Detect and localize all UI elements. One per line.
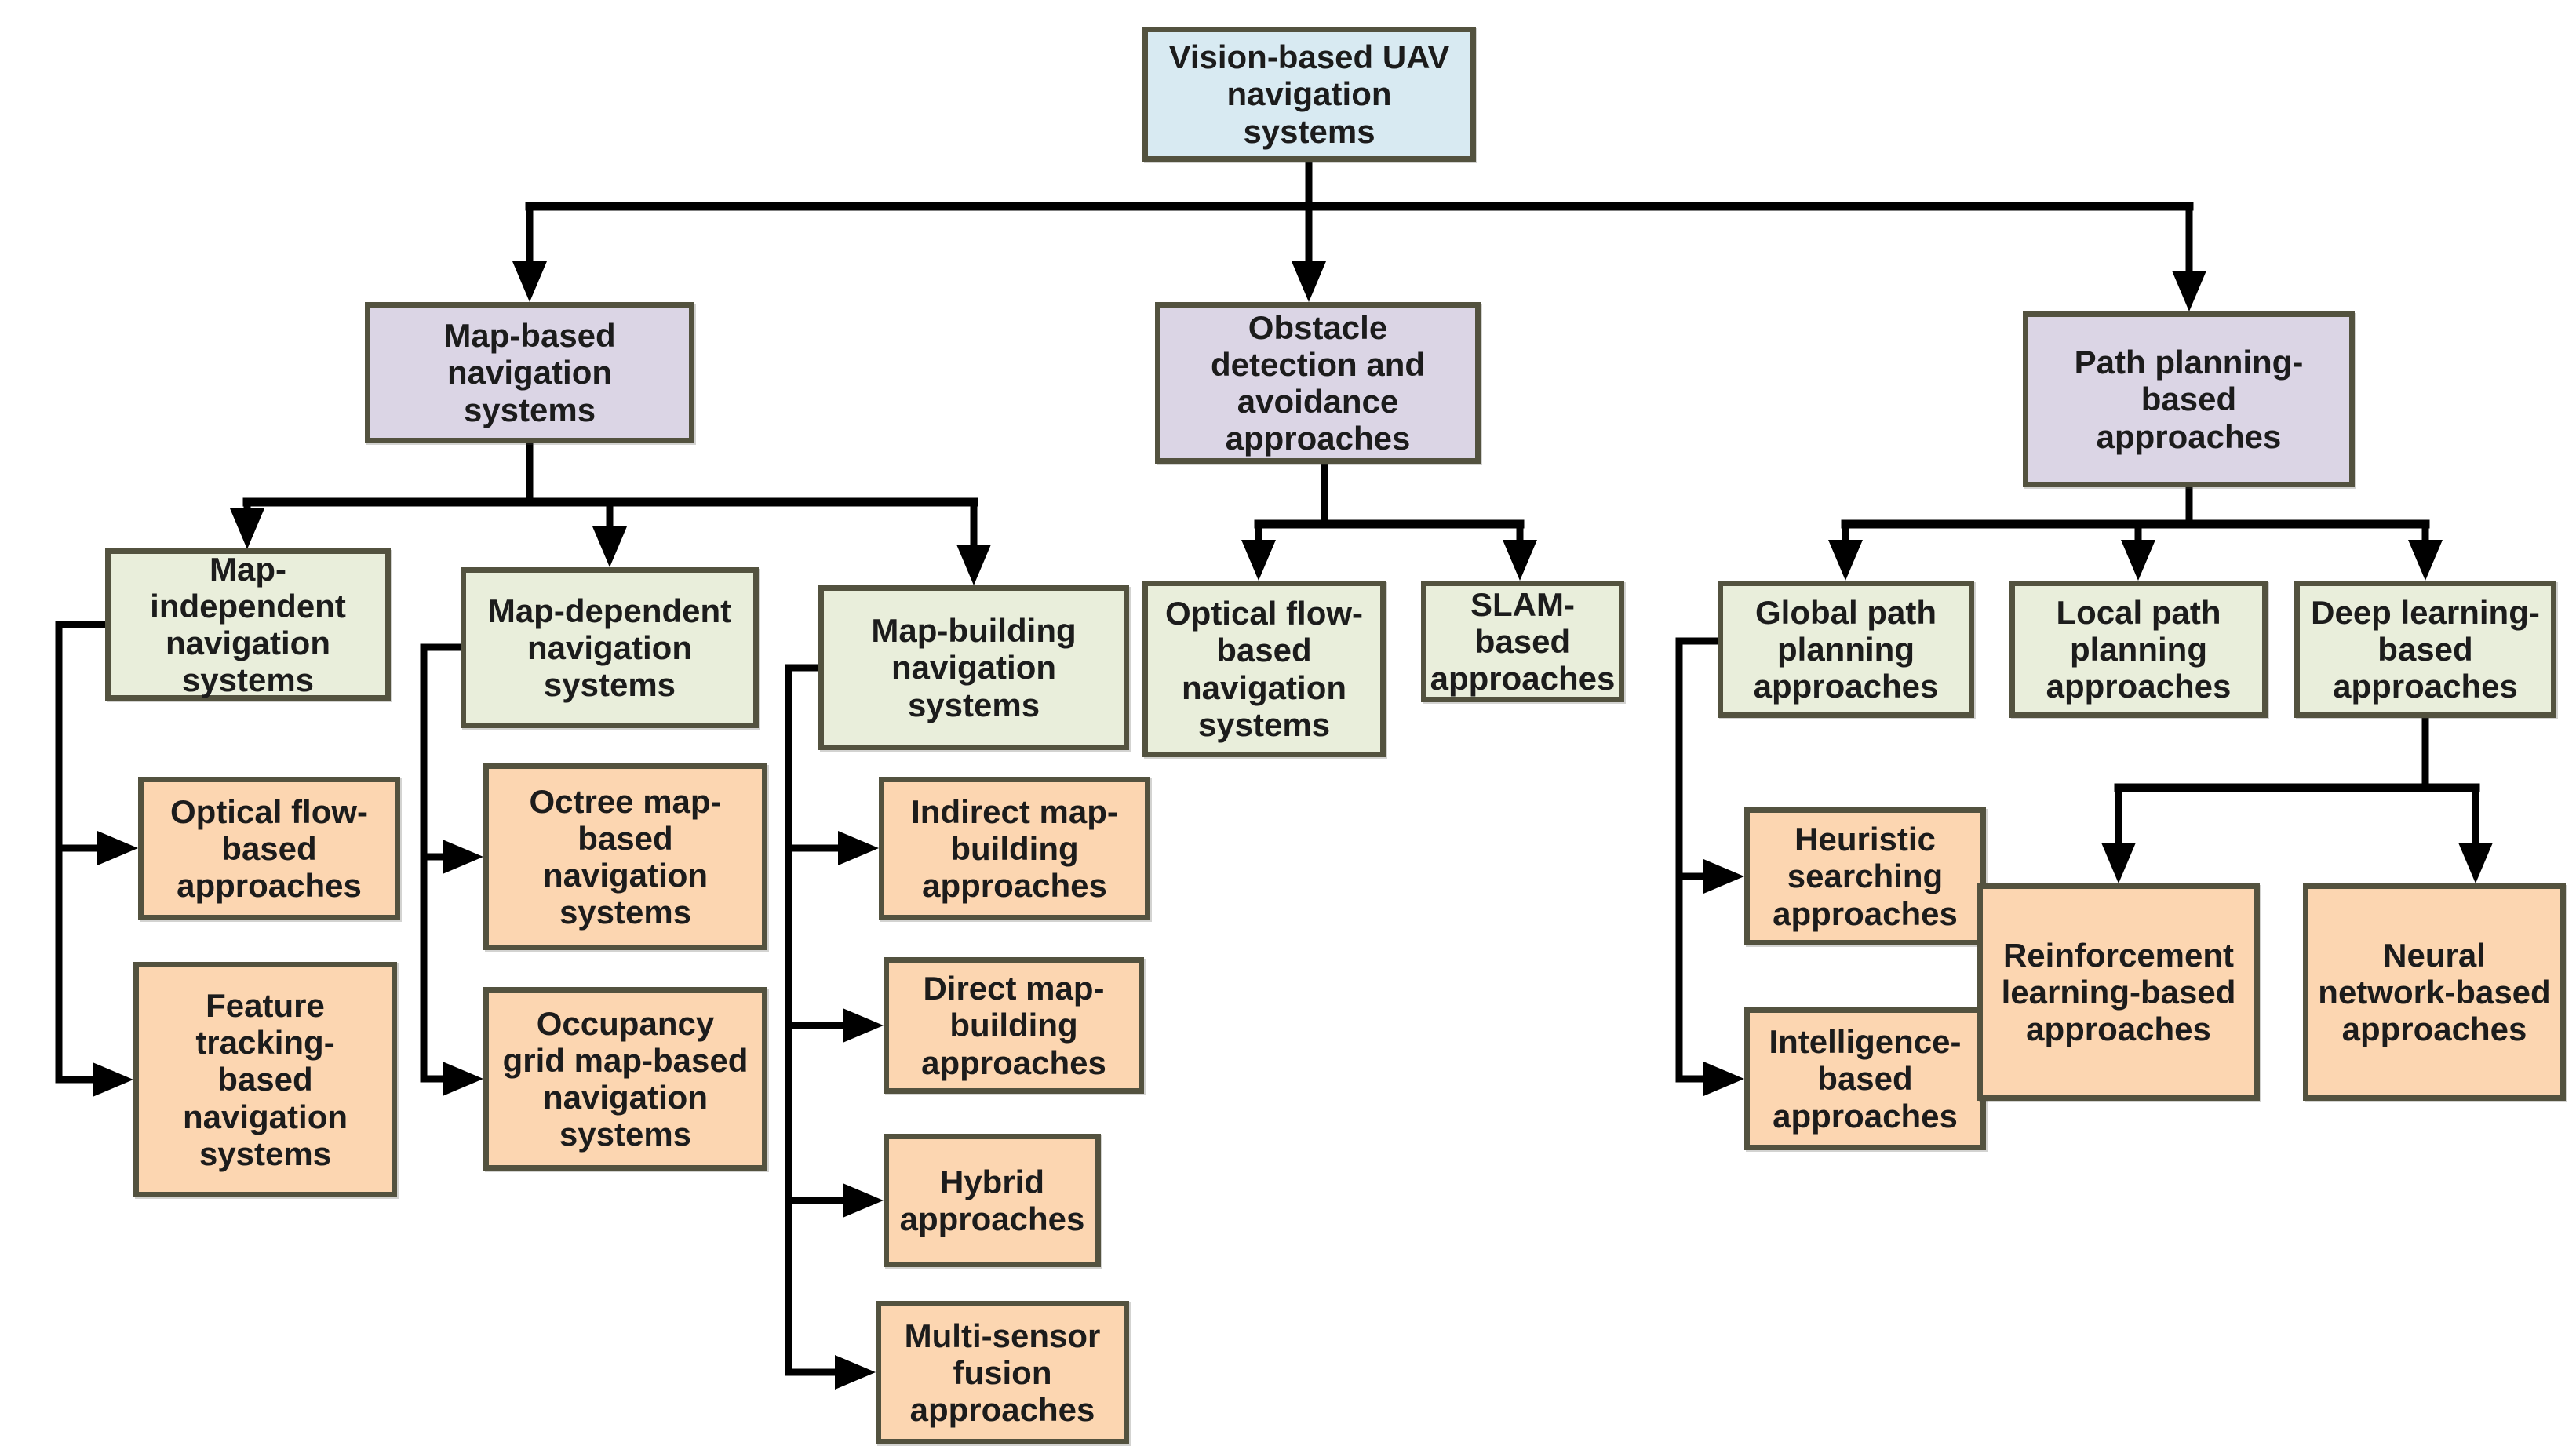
edge-map-dependent-elbow (420, 643, 465, 1083)
arrowhead-deep-learning (2408, 540, 2443, 581)
arrowhead-hybrid (843, 1183, 884, 1218)
arrowhead-feature-tracking (93, 1062, 133, 1097)
node-multi-sensor-fusion-approaches: Multi-sensor fusion approaches (876, 1301, 1129, 1444)
node-map-independent-navigation-systems: Map- independent navigation systems (105, 548, 391, 701)
edge-map-independent-elbow (55, 621, 109, 1084)
arrowhead-occupancy (443, 1062, 483, 1096)
arrowhead-neural (2458, 843, 2493, 883)
arrowhead-slam (1503, 540, 1537, 581)
node-slam-based-approaches: SLAM- based approaches (1421, 581, 1624, 702)
node-octree-map-based-navigation-systems: Octree map- based navigation systems (483, 763, 767, 950)
node-vision-based-uav-navigation-systems: Vision-based UAV navigation systems (1142, 27, 1476, 162)
node-indirect-map-building-approaches: Indirect map- building approaches (879, 777, 1150, 920)
arrowhead-map-dependent (592, 526, 627, 567)
node-optical-flow-based-approaches: Optical flow- based approaches (138, 777, 400, 920)
arrowhead-reinforcement (2101, 843, 2136, 883)
arrowhead-octree (443, 840, 483, 874)
node-map-based-navigation-systems: Map-based navigation systems (365, 302, 694, 443)
node-obstacle-detection-avoidance-approaches: Obstacle detection and avoidance approac… (1155, 302, 1481, 464)
node-intelligence-based-approaches: Intelligence- based approaches (1744, 1007, 1986, 1150)
arrowhead-multi-sensor (835, 1355, 876, 1390)
node-map-building-navigation-systems: Map-building navigation systems (818, 585, 1129, 750)
arrowhead-direct (843, 1008, 884, 1043)
arrowhead-map-building (956, 545, 991, 585)
node-hybrid-approaches: Hybrid approaches (884, 1134, 1101, 1267)
arrowhead-global-path (1828, 540, 1863, 581)
arrowhead-map-independent (230, 508, 264, 549)
node-neural-network-based-approaches: Neural network-based approaches (2303, 883, 2566, 1101)
node-local-path-planning-approaches: Local path planning approaches (2009, 581, 2268, 718)
arrowhead-intelligence (1703, 1062, 1744, 1096)
node-global-path-planning-approaches: Global path planning approaches (1718, 581, 1974, 718)
node-deep-learning-based-approaches: Deep learning- based approaches (2294, 581, 2556, 718)
node-occupancy-grid-map-based-navigation-systems: Occupancy grid map-based navigation syst… (483, 987, 767, 1171)
arrowhead-optical-flow-nav (1241, 540, 1276, 581)
node-feature-tracking-based-navigation-systems: Feature tracking- based navigation syste… (133, 962, 397, 1197)
arrowhead-heuristic (1703, 859, 1744, 894)
edge-map-building-elbow (785, 664, 837, 1376)
edge-global-path-elbow (1675, 637, 1722, 1083)
arrowhead-local-path (2121, 540, 2155, 581)
node-direct-map-building-approaches: Direct map- building approaches (884, 957, 1144, 1094)
node-optical-flow-based-navigation-systems: Optical flow- based navigation systems (1142, 581, 1386, 757)
node-map-dependent-navigation-systems: Map-dependent navigation systems (461, 567, 759, 728)
arrowhead-obstacle (1292, 261, 1326, 302)
node-path-planning-based-approaches: Path planning- based approaches (2023, 311, 2355, 487)
arrowhead-indirect (838, 831, 879, 865)
arrowhead-path-planning (2172, 271, 2206, 311)
node-reinforcement-learning-based-approaches: Reinforcement learning-based approaches (1977, 883, 2260, 1101)
node-heuristic-searching-approaches: Heuristic searching approaches (1744, 807, 1986, 945)
arrowhead-map-based (512, 261, 547, 302)
arrowhead-optical-flow-appr (97, 831, 138, 865)
